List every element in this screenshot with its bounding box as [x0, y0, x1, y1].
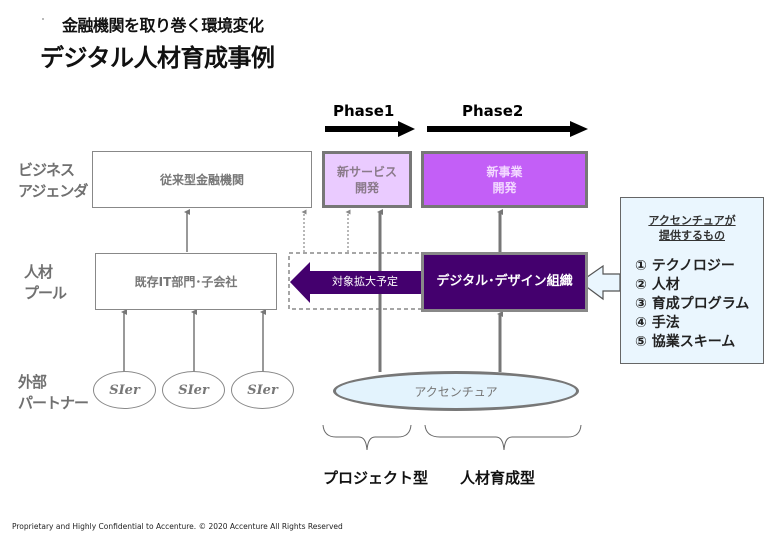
existing-it-box: 既存IT部門･子会社 [95, 253, 277, 310]
page-subtitle: 金融機関を取り巻く環境変化 [62, 16, 264, 35]
row-label-line: プール [24, 284, 67, 302]
new-service-label-line: 新サービス [336, 164, 397, 179]
expansion-left-arrow [290, 262, 425, 303]
brace-project-type [322, 424, 412, 451]
phase1-arrow [325, 121, 415, 137]
panel-item: ⑤ 協業スキーム [635, 334, 736, 350]
row-label-line: ビジネス [18, 161, 75, 179]
new-business-label-line: 新事業 [486, 164, 523, 179]
row-label-line: パートナー [18, 394, 89, 412]
traditional-bank-box: 従来型金融機関 [92, 151, 312, 208]
row-label-talent-pool: 人材 プール [24, 262, 67, 304]
accenture-node: アクセンチュア [333, 371, 579, 411]
existing-it-label: 既存IT部門･子会社 [134, 274, 238, 289]
phase1-label: Phase1 [333, 102, 395, 120]
row-label-business-agenda: ビジネス アジェンダ [18, 160, 88, 202]
sier-node: SIer [93, 371, 156, 409]
brace-talent-dev-type [424, 424, 582, 451]
new-service-label-line: 開発 [354, 180, 379, 195]
decorative-dot [42, 18, 44, 20]
panel-heading-line: アクセンチュアが [648, 214, 736, 227]
panel-item: ③ 育成プログラム [635, 296, 750, 312]
page-title: デジタル人材育成事例 [40, 44, 275, 72]
expansion-label: 対象拡大予定 [332, 275, 398, 288]
phase2-arrow [427, 121, 588, 137]
project-type-label: プロジェクト型 [323, 469, 429, 487]
panel-list: ① テクノロジー ② 人材 ③ 育成プログラム ④ 手法 ⑤ 協業スキーム [635, 257, 763, 352]
row-label-line: 外部 [18, 373, 47, 391]
traditional-bank-label: 従来型金融機関 [159, 172, 244, 187]
row-label-external-partner: 外部 パートナー [18, 372, 89, 414]
panel-item: ② 人材 [635, 277, 680, 293]
new-business-box: 新事業 開発 [421, 151, 588, 208]
sier-node: SIer [231, 371, 294, 409]
new-business-label-line: 開発 [492, 180, 517, 195]
new-service-box: 新サービス 開発 [322, 151, 412, 208]
panel-heading: アクセンチュアが 提供するもの [621, 213, 763, 243]
row-label-line: アジェンダ [18, 182, 88, 200]
phase2-label: Phase2 [462, 102, 524, 120]
sier-node: SIer [162, 371, 225, 409]
panel-item: ④ 手法 [635, 315, 680, 331]
digital-design-org-box: デジタル･デザイン組織 [421, 252, 588, 312]
accenture-label: アクセンチュア [414, 384, 498, 399]
row-label-line: 人材 [24, 263, 53, 281]
digital-design-org-label: デジタル･デザイン組織 [436, 274, 573, 289]
footer-copyright: Proprietary and Highly Confidential to A… [12, 522, 343, 531]
panel-heading-line: 提供するもの [659, 229, 725, 242]
accenture-provides-panel: アクセンチュアが 提供するもの ① テクノロジー ② 人材 ③ 育成プログラム … [620, 197, 764, 364]
talent-dev-type-label: 人材育成型 [460, 469, 536, 487]
panel-item: ① テクノロジー [635, 258, 735, 274]
